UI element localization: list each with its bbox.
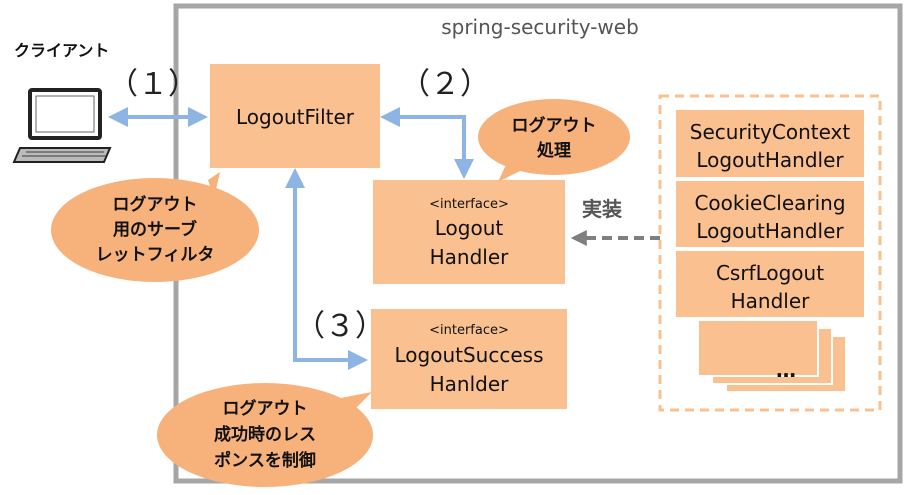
client-label: クライアント: [14, 41, 109, 60]
impl-csrflogout-line2: Handler: [731, 289, 811, 313]
logout-filter-box: [210, 64, 380, 168]
filter-note-bubble: [51, 172, 259, 282]
step1-label: （１）: [108, 67, 198, 102]
implements-label: 実装: [582, 197, 622, 221]
logout-handler-stereotype: <interface>: [429, 197, 509, 212]
logout-success-handler-box: [371, 309, 567, 409]
filter-note-line3: レットフィルタ: [96, 245, 215, 265]
impl-securitycontext-line1: SecurityContext: [690, 120, 851, 144]
success-note-line3: ポンスを制御: [214, 450, 316, 471]
arrow-filter-success: [285, 168, 368, 370]
logout-success-line2: Hanlder: [430, 372, 510, 396]
handler-note-line1: ログアウト: [512, 115, 597, 136]
logout-success-stereotype: <interface>: [429, 323, 509, 338]
success-note-line2: 成功時のレス: [214, 424, 316, 445]
implementations-group: [658, 94, 882, 412]
filter-note-line2: 用のサーブ: [113, 219, 197, 240]
logout-filter-label: LogoutFilter: [236, 105, 355, 129]
filter-note-line1: ログアウト: [113, 194, 198, 215]
impl-more-stack: [697, 319, 847, 393]
logout-success-line1: LogoutSuccess: [395, 343, 544, 367]
impl-box-securitycontext: [676, 110, 864, 177]
impl-box-csrflogout: [676, 251, 864, 317]
success-note-line1: ログアウト: [223, 398, 308, 419]
handler-note-line2: 処理: [536, 141, 571, 161]
impl-cookieclearing-line2: LogoutHandler: [696, 219, 844, 243]
success-note-bubble: [157, 383, 373, 487]
impl-box-cookieclearing: [676, 181, 864, 247]
handler-note-bubble: [478, 99, 630, 182]
impl-cookieclearing-line1: CookieClearing: [694, 191, 845, 215]
impl-csrflogout-line1: CsrfLogout: [716, 261, 824, 285]
impl-more-ellipsis: …: [776, 358, 796, 382]
impl-securitycontext-line2: LogoutHandler: [696, 148, 844, 172]
step2-label: （２）: [400, 67, 490, 102]
laptop-icon: [12, 88, 112, 163]
container-title: spring-security-web: [441, 15, 639, 39]
logout-handler-line2: Handler: [430, 245, 510, 269]
logout-handler-box: [373, 180, 565, 284]
arrow-filter-handler: [380, 107, 474, 179]
logout-handler-line1: Logout: [435, 216, 504, 240]
